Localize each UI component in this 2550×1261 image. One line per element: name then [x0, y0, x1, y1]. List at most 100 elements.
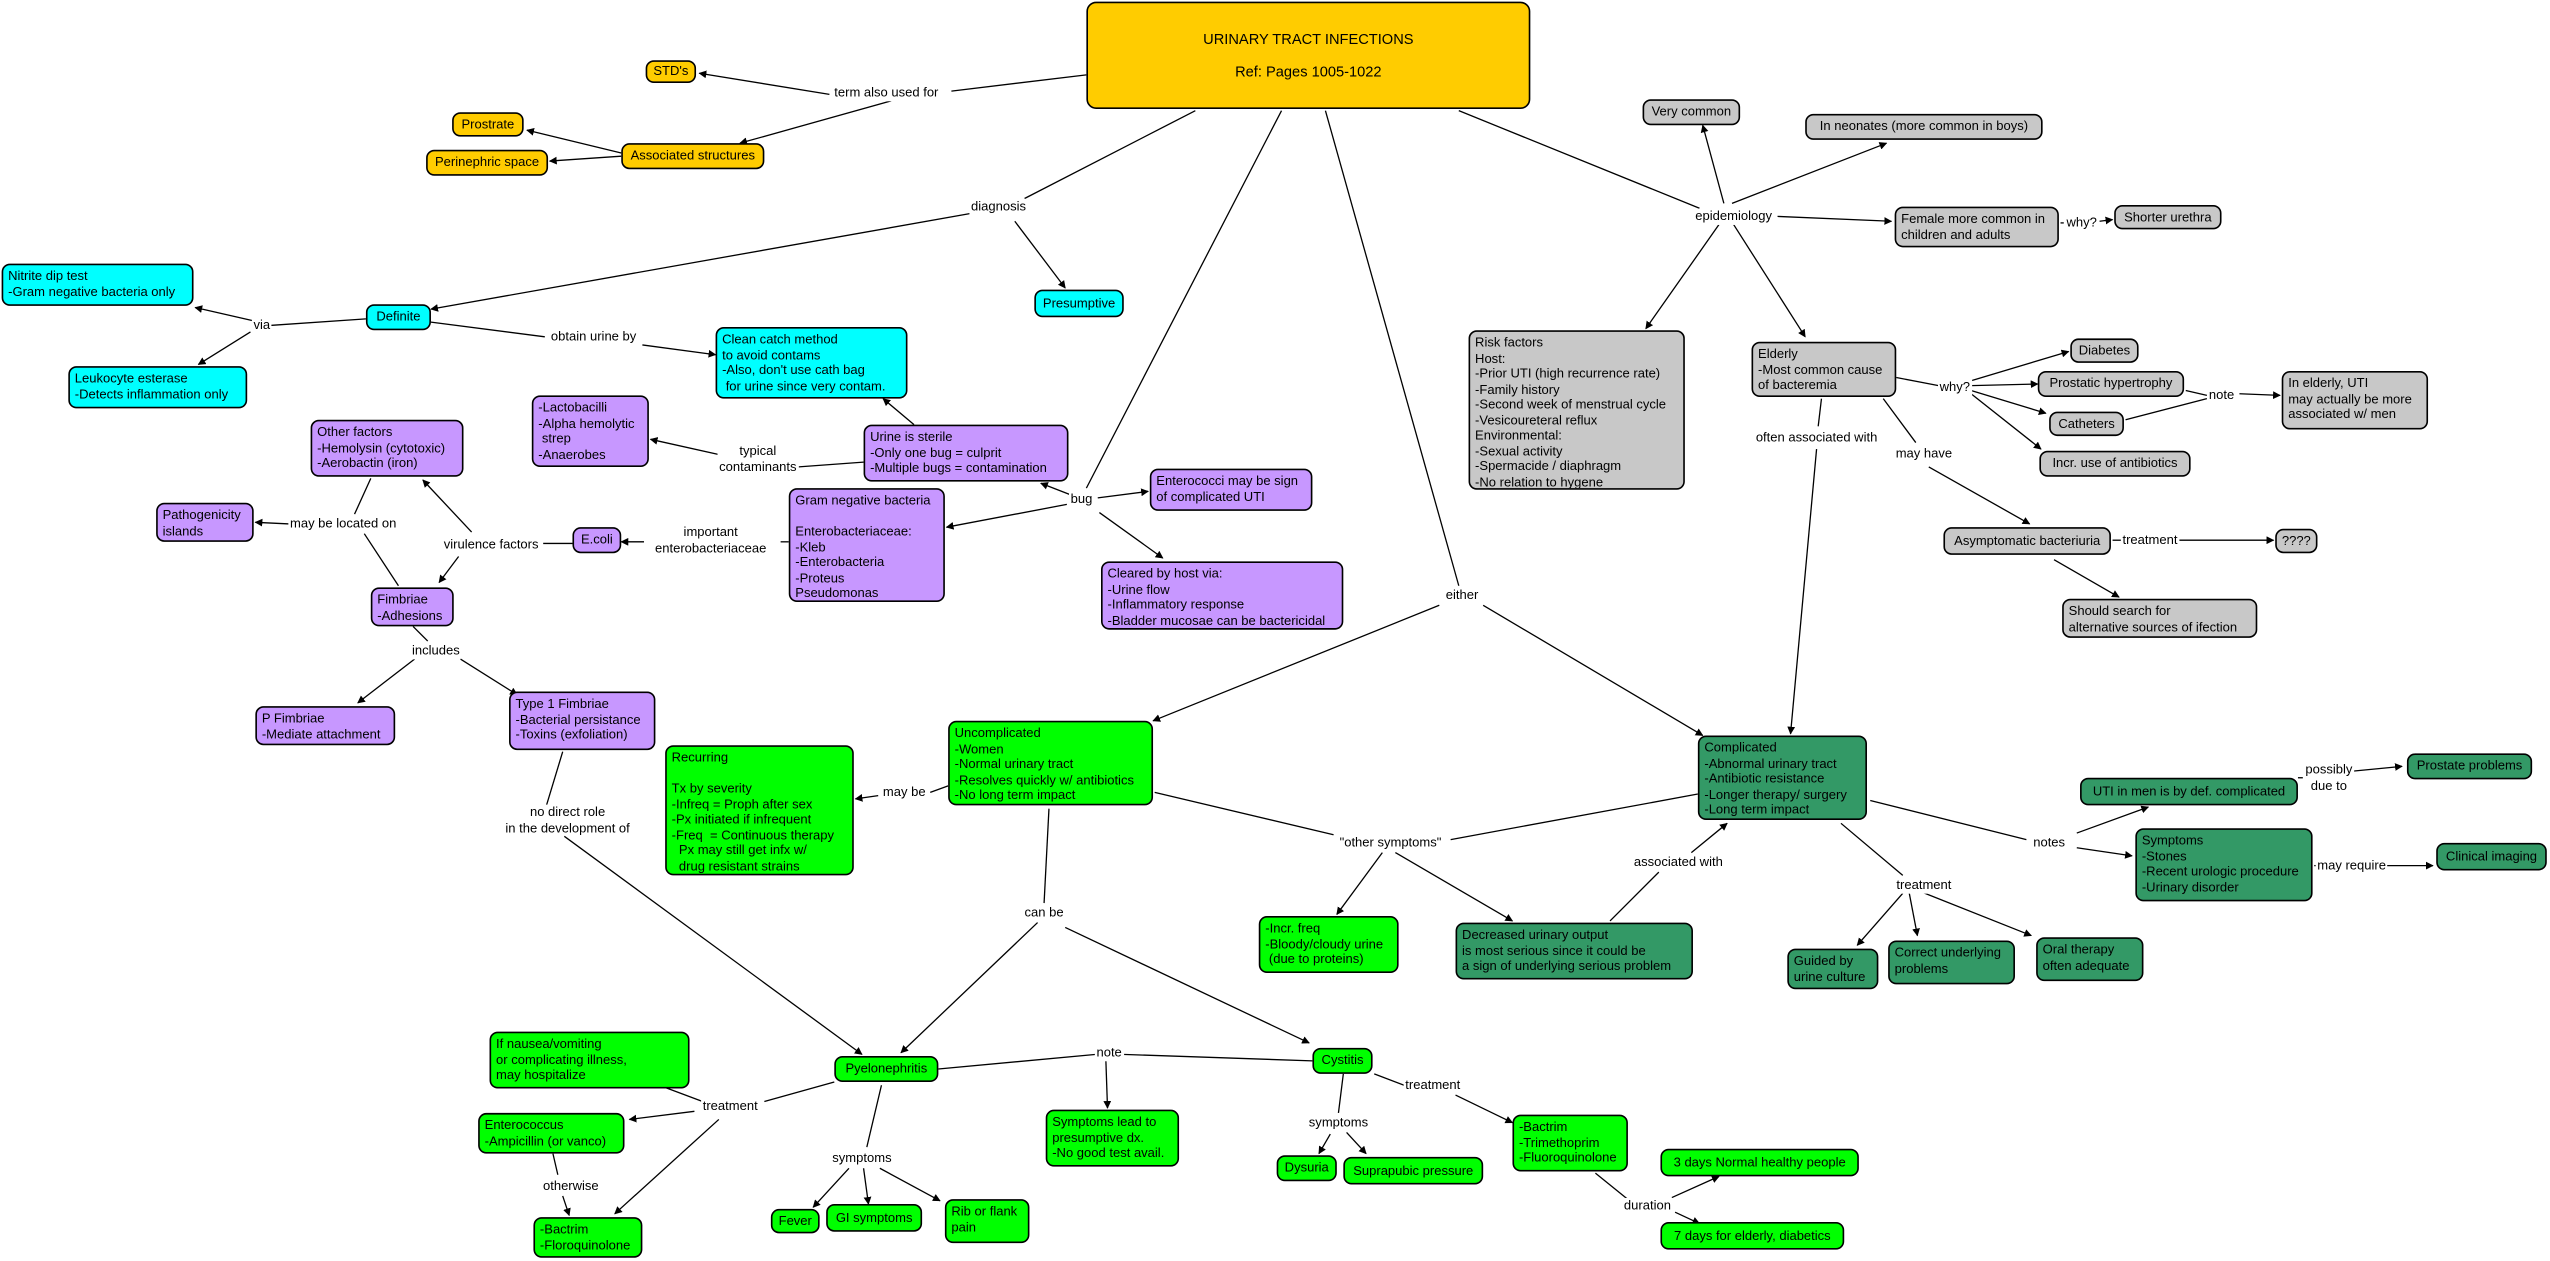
concept-node-lactobacilli[interactable]: -Lactobacilli -Alpha hemolytic strep -An…	[531, 395, 649, 467]
link-label-no-direct-role: no direct role in the development of	[503, 804, 632, 836]
connector-arrow	[1097, 488, 1149, 499]
connector-line	[1154, 791, 1334, 836]
concept-node-rib-flank[interactable]: Rib or flank pain	[944, 1199, 1030, 1244]
concept-node-shorter-urethra[interactable]: Shorter urethra	[2114, 205, 2222, 230]
link-label-bug: bug	[1069, 491, 1094, 508]
concept-node-uncomplicated[interactable]: Uncomplicated -Women -Normal urinary tra…	[948, 720, 1154, 806]
link-label-typical-contaminants: typical contaminants	[717, 443, 799, 475]
concept-node-neonates[interactable]: In neonates (more common in boys)	[1805, 113, 2043, 140]
concept-node-gi-symptoms[interactable]: GI symptoms	[826, 1204, 923, 1232]
link-label-obtain-urine-by: obtain urine by	[549, 329, 638, 345]
concept-node-risk-factors[interactable]: Risk factors Host: -Prior UTI (high recu…	[1468, 330, 1685, 490]
concept-node-oral-therapy[interactable]: Oral therapy often adequate	[2036, 937, 2144, 982]
connector-line	[866, 1085, 883, 1148]
concept-node-search-sources[interactable]: Should search for alternative sources of…	[2062, 598, 2258, 638]
concept-node-unknown[interactable]: ????	[2275, 528, 2318, 554]
concept-node-leukocyte[interactable]: Leukocyte esterase -Detects inflammation…	[68, 366, 248, 409]
concept-node-pyelonephritis[interactable]: Pyelonephritis	[834, 1055, 939, 1083]
concept-node-associated-structures[interactable]: Associated structures	[621, 143, 765, 170]
connector-line	[1324, 110, 1460, 586]
concept-node-other-factors[interactable]: Other factors -Hemolysin (cytotoxic) -Ae…	[310, 419, 464, 477]
connector-arrow	[194, 305, 253, 322]
concept-node-ecoli[interactable]: E.coli	[572, 527, 622, 554]
concept-node-clean-catch[interactable]: Clean catch method to avoid contams -Als…	[715, 327, 908, 399]
concept-node-title[interactable]: URINARY TRACT INFECTIONS Ref: Pages 1005…	[1086, 1, 1531, 110]
concept-node-incr-antibiotics[interactable]: Incr. use of antibiotics	[2039, 450, 2191, 477]
concept-node-catheters[interactable]: Catheters	[2049, 411, 2124, 437]
concept-node-very-common[interactable]: Very common	[1642, 99, 1741, 126]
connector-line	[412, 625, 429, 642]
connector-line	[353, 478, 372, 515]
link-label-treatment-pyelo: treatment	[701, 1098, 760, 1115]
link-label-includes: includes	[410, 643, 462, 659]
concept-node-recurring[interactable]: Recurring Tx by severity -Infreq = Proph…	[665, 745, 854, 876]
concept-node-bactrim-trim[interactable]: -Bactrim -Trimethoprim -Fluoroquinolone	[1512, 1114, 1628, 1172]
concept-node-prostate-problems[interactable]: Prostate problems	[2406, 753, 2533, 780]
concept-node-dysuria[interactable]: Dysuria	[1276, 1155, 1337, 1182]
concept-node-cystitis[interactable]: Cystitis	[1312, 1047, 1373, 1074]
concept-node-three-days[interactable]: 3 days Normal healthy people	[1660, 1148, 1859, 1177]
concept-node-p-fimbriae[interactable]: P Fimbriae -Mediate attachment	[255, 706, 396, 746]
connector-line	[430, 321, 545, 338]
concept-node-cleared[interactable]: Cleared by host via: -Urine flow -Inflam…	[1101, 561, 1344, 630]
concept-node-prostatic[interactable]: Prostatic hypertrophy	[2037, 370, 2185, 398]
connector-line	[1817, 398, 1823, 427]
concept-node-symptoms-complicated[interactable]: Symptoms -Stones -Recent urologic proced…	[2135, 828, 2313, 902]
concept-node-definite[interactable]: Definite	[365, 304, 431, 331]
concept-node-enterococcus[interactable]: Enterococcus -Ampicillin (or vanco)	[478, 1112, 625, 1154]
connector-arrow	[459, 658, 518, 696]
link-label-may-be: may be	[881, 784, 928, 801]
concept-node-guided-culture[interactable]: Guided by urine culture	[1787, 948, 1879, 990]
concept-node-fimbriae[interactable]: Fimbriae -Adhesions	[370, 587, 454, 627]
concept-node-elderly-men[interactable]: In elderly, UTI may actually be more ass…	[2281, 370, 2429, 430]
concept-node-elderly[interactable]: Elderly -Most common cause of bacteremia	[1751, 341, 1897, 398]
connector-line	[796, 461, 864, 468]
link-label-duration: duration	[1622, 1197, 1673, 1214]
concept-node-gram-negative[interactable]: Gram negative bacteria Enterobacteriacea…	[788, 488, 945, 603]
concept-node-type1-fimbriae[interactable]: Type 1 Fimbriae -Bacterial persistance -…	[509, 691, 656, 751]
connector-line	[1373, 1073, 1409, 1088]
concept-node-bactrim-floro[interactable]: -Bactrim -Floroquinolone	[533, 1217, 643, 1258]
concept-node-diabetes[interactable]: Diabetes	[2070, 338, 2139, 363]
connector-arrow	[1645, 224, 1720, 330]
connector-arrow	[548, 155, 622, 165]
concept-node-nitrite[interactable]: Nitrite dip test -Gram negative bacteria…	[1, 263, 194, 306]
concept-node-seven-days[interactable]: 7 days for elderly, diabetics	[1660, 1221, 1845, 1250]
connector-arrow	[900, 922, 1039, 1054]
link-label-either: either	[1444, 587, 1480, 604]
link-label-may-be-located-on: may be located on	[288, 516, 398, 532]
concept-node-fever[interactable]: Fever	[770, 1208, 820, 1234]
concept-node-suprapubic[interactable]: Suprapubic pressure	[1343, 1156, 1484, 1185]
connector-arrow	[422, 479, 473, 533]
connector-arrow	[1098, 512, 1164, 559]
concept-node-complicated[interactable]: Complicated -Abnormal urinary tract -Ant…	[1697, 735, 1867, 821]
connector-line	[545, 751, 564, 806]
concept-node-clinical-imaging[interactable]: Clinical imaging	[2436, 842, 2547, 871]
concept-node-hospitalize[interactable]: If nausea/vomiting or complicating illne…	[489, 1031, 690, 1089]
concept-node-female[interactable]: Female more common in children and adult…	[1894, 206, 2059, 248]
concept-node-uti-men[interactable]: UTI in men is by def. complicated	[2080, 777, 2298, 806]
link-label-why-female: why?	[2064, 215, 2099, 231]
concept-node-stds[interactable]: STD's	[645, 60, 697, 83]
concept-node-enterococci-sign[interactable]: Enterococci may be sign of complicated U…	[1149, 468, 1313, 511]
connector-arrow	[1674, 1211, 1701, 1225]
connector-line	[2185, 389, 2208, 397]
concept-node-decreased-output[interactable]: Decreased urinary output is most serious…	[1455, 922, 1693, 980]
connector-arrow	[526, 128, 622, 154]
concept-node-asymptomatic[interactable]: Asymptomatic bacteriuria	[1943, 527, 2111, 555]
concept-node-presumptive-dx[interactable]: Symptoms lead to presumptive dx. -No goo…	[1045, 1109, 1180, 1167]
connector-arrow	[2076, 805, 2150, 834]
concept-node-correct-underlying[interactable]: Correct underlying problems	[1888, 940, 2015, 985]
concept-node-incr-freq[interactable]: -Incr. freq -Bloody/cloudy urine (due to…	[1258, 916, 1399, 974]
concept-node-presumptive[interactable]: Presumptive	[1034, 289, 1124, 318]
connector-line	[1882, 398, 1917, 443]
concept-node-prostrate[interactable]: Prostrate	[452, 112, 524, 137]
connector-line	[1594, 1172, 1630, 1202]
connector-line	[938, 1053, 1097, 1070]
concept-node-pathogenicity[interactable]: Pathogenicity islands	[156, 502, 254, 542]
concept-node-perinephric[interactable]: Perinephric space	[426, 149, 549, 176]
link-label-may-require: may require	[2315, 857, 2388, 874]
concept-node-urine-sterile[interactable]: Urine is sterile -Only one bug = culprit…	[863, 424, 1069, 482]
